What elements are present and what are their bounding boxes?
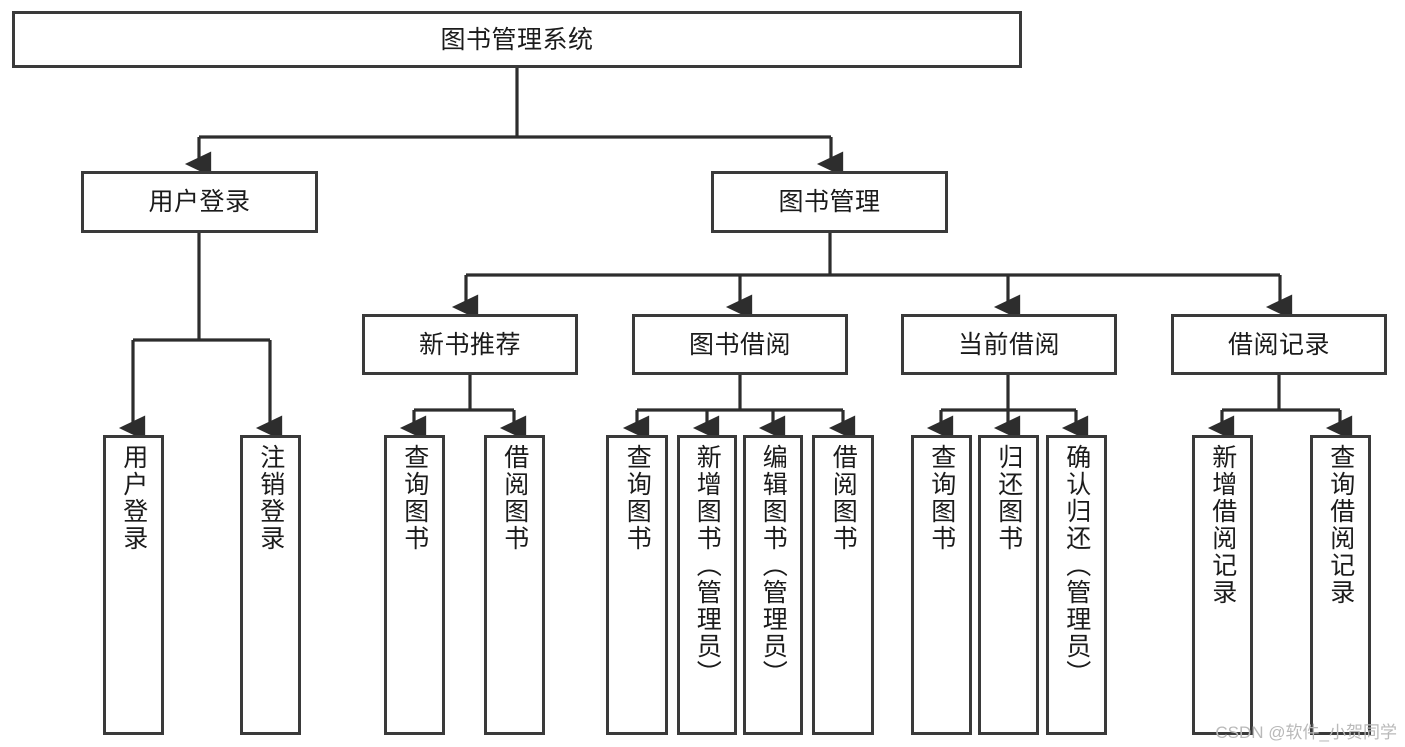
- leaf-query-book-current[interactable]: 查询图书: [911, 435, 972, 735]
- csdn-watermark: CSDN @软件_小贺同学: [1215, 723, 1397, 742]
- node-label: 用户登录: [148, 188, 251, 216]
- leaf-confirm-return-admin[interactable]: 确认归还（管理员）: [1046, 435, 1107, 735]
- node-label: 新增借阅记录: [1208, 444, 1237, 606]
- leaf-query-book-borrowing[interactable]: 查询图书: [606, 435, 668, 735]
- node-new-book-recommendation[interactable]: 新书推荐: [362, 314, 578, 375]
- node-label: 查询图书: [623, 444, 652, 552]
- node-borrowing-record[interactable]: 借阅记录: [1171, 314, 1387, 375]
- node-label: 新增图书（管理员）: [693, 444, 722, 687]
- leaf-user-logout[interactable]: 注销登录: [240, 435, 301, 735]
- node-label: 查询借阅记录: [1326, 444, 1355, 606]
- node-label: 图书管理: [778, 188, 881, 216]
- leaf-query-borrow-record[interactable]: 查询借阅记录: [1310, 435, 1371, 735]
- node-label: 当前借阅: [957, 330, 1060, 359]
- leaf-add-book-admin[interactable]: 新增图书（管理员）: [677, 435, 737, 735]
- leaf-user-login[interactable]: 用户登录: [103, 435, 164, 735]
- leaf-return-book[interactable]: 归还图书: [978, 435, 1039, 735]
- leaf-add-borrow-record[interactable]: 新增借阅记录: [1192, 435, 1253, 735]
- node-label: 查询图书: [927, 444, 956, 552]
- node-label: 归还图书: [994, 444, 1023, 552]
- node-book-management[interactable]: 图书管理: [711, 171, 948, 233]
- node-label: 用户登录: [119, 444, 148, 552]
- leaf-borrow-book-recommendation[interactable]: 借阅图书: [484, 435, 545, 735]
- node-book-borrowing[interactable]: 图书借阅: [632, 314, 848, 375]
- node-label: 查询图书: [400, 444, 429, 552]
- node-label: 注销登录: [256, 444, 285, 552]
- leaf-edit-book-admin[interactable]: 编辑图书（管理员）: [743, 435, 803, 735]
- node-label: 借阅图书: [829, 444, 858, 552]
- node-label: 借阅图书: [500, 444, 529, 552]
- leaf-query-book-recommendation[interactable]: 查询图书: [384, 435, 445, 735]
- node-label: 编辑图书（管理员）: [759, 444, 788, 687]
- node-label: 新书推荐: [418, 330, 521, 359]
- node-user-login[interactable]: 用户登录: [81, 171, 318, 233]
- node-root-book-management-system[interactable]: 图书管理系统: [12, 11, 1022, 68]
- leaf-borrow-book-borrowing[interactable]: 借阅图书: [812, 435, 874, 735]
- node-label: 图书借阅: [688, 330, 791, 359]
- node-label: 借阅记录: [1227, 330, 1330, 359]
- node-current-borrowing[interactable]: 当前借阅: [901, 314, 1117, 375]
- node-label: 图书管理系统: [440, 25, 594, 54]
- node-label: 确认归还（管理员）: [1062, 444, 1091, 687]
